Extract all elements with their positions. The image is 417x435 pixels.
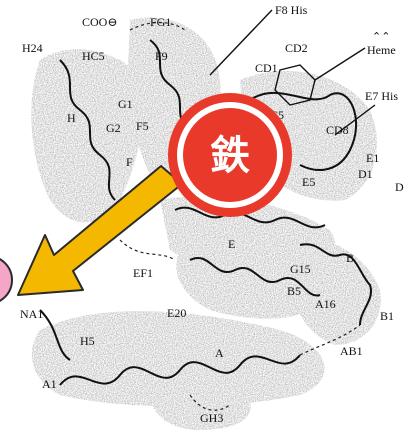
- label-f: F: [126, 155, 133, 169]
- label-e20: E20: [167, 306, 186, 320]
- loop-ef: [120, 240, 175, 260]
- label-ef1: EF1: [133, 266, 153, 280]
- label-coo: COO⊖: [82, 15, 117, 29]
- label-h: H: [67, 111, 76, 125]
- label-d1: D1: [358, 167, 373, 181]
- heme-pointer: [315, 48, 365, 80]
- label-cd2: CD2: [285, 41, 308, 55]
- target-circle: [0, 256, 12, 304]
- protein-surface-shading: [31, 18, 380, 431]
- label-g2: G2: [106, 121, 121, 135]
- label-f9: F9: [155, 49, 168, 63]
- label-d: D: [395, 180, 404, 194]
- label-f8-his: F8 His: [275, 3, 308, 17]
- label-fg1: FG1: [150, 15, 171, 29]
- label-e5: E5: [302, 175, 315, 189]
- label-h24: H24: [22, 41, 43, 55]
- label-f5: F5: [136, 119, 149, 133]
- label-na1: NA1: [20, 307, 43, 321]
- label-b1: B1: [380, 309, 394, 323]
- label-e1: E1: [366, 151, 379, 165]
- label-a1: A1: [42, 377, 57, 391]
- label-hc5: HC5: [82, 49, 105, 63]
- label-cd1: CD1: [255, 61, 278, 75]
- label-h5: H5: [80, 334, 95, 348]
- label-heme-mark: ⌃⌃: [372, 31, 390, 43]
- label-e7-his: E7 His: [365, 89, 398, 103]
- label-g1: G1: [118, 97, 133, 111]
- label-ab1: AB1: [340, 344, 363, 358]
- label-b: B: [346, 251, 354, 265]
- label-e: E: [228, 237, 235, 251]
- label-gh3: GH3: [200, 411, 223, 425]
- label-b5: B5: [287, 284, 301, 298]
- label-g15: G15: [290, 262, 311, 276]
- iron-badge: 鉄: [168, 93, 292, 217]
- label-a16: A16: [315, 297, 336, 311]
- label-cd8: CD8: [326, 123, 349, 137]
- label-heme: Heme: [367, 43, 396, 57]
- label-a: A: [215, 346, 224, 360]
- iron-badge-label: 鉄: [210, 133, 250, 179]
